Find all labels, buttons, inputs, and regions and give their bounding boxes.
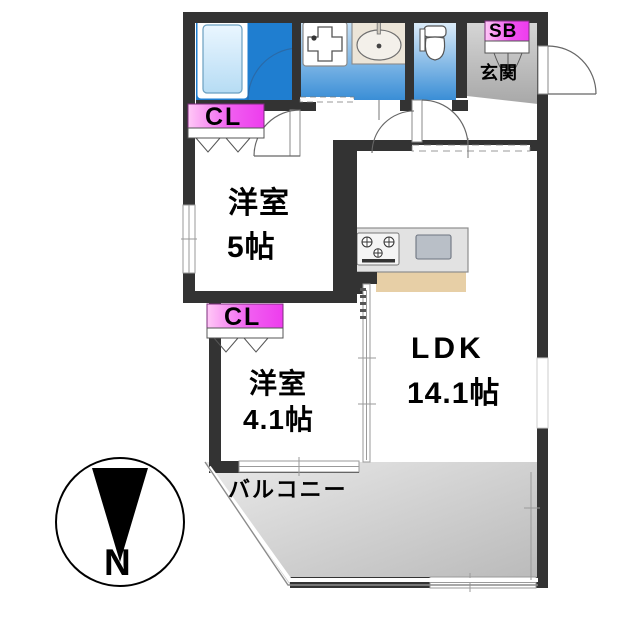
compass-rose <box>55 457 185 587</box>
fixtures-group <box>197 19 469 273</box>
washer-drain-icon <box>311 35 317 41</box>
bathtub-icon <box>202 24 243 94</box>
bedroom1-door-icon <box>253 109 301 157</box>
bath-door-swing <box>247 47 297 101</box>
kitchen-counter-fill <box>376 272 466 292</box>
closet-1-folding-doors <box>195 137 251 153</box>
ldk-balcony-window <box>429 573 537 592</box>
washroom-vent <box>299 96 380 120</box>
closet-2-label: CL <box>224 303 262 331</box>
stove-bar <box>362 259 395 263</box>
closet-2-folding-doors <box>213 337 269 353</box>
balcony-rail-outer <box>204 461 538 586</box>
ldk-window-icon <box>536 357 549 429</box>
balcony-floor <box>205 462 538 585</box>
entrance-door-icon <box>537 45 597 95</box>
bedroom2-ldk-sliding-door <box>358 283 376 463</box>
shoe-box-label: SB <box>489 21 518 42</box>
ldk-name-label: LDK <box>411 332 485 365</box>
balcony-label: バルコニー <box>228 477 348 502</box>
balcony-rail-inner <box>207 465 538 582</box>
bedroom1-name-label: 洋室 <box>228 187 290 220</box>
washing-machine-pan-icon <box>307 26 343 62</box>
closet-1-label: CL <box>205 103 243 131</box>
bedroom2-area-label: 4.1帖 <box>243 404 314 435</box>
ldk-top-vent <box>411 138 531 158</box>
compass-needle-icon <box>92 468 148 562</box>
toilet-icon <box>419 25 447 61</box>
openings-group <box>181 20 597 592</box>
compass-north-label: N <box>104 542 131 583</box>
washbasin-drain-icon <box>376 43 382 49</box>
bedroom2-balcony-window <box>238 457 360 476</box>
kitchen-sink-icon <box>415 234 452 260</box>
bedroom1-window-icon <box>181 204 197 274</box>
closet-1-icon <box>187 103 265 129</box>
entrance-label: 玄関 <box>480 63 518 83</box>
washbasin-faucet-icon <box>376 21 381 35</box>
ldk-area-label: 14.1帖 <box>407 377 501 410</box>
bedroom1-area-label: 5帖 <box>227 231 276 264</box>
toilet-door-icon <box>371 110 415 154</box>
bedroom2-name-label: 洋室 <box>249 368 308 399</box>
